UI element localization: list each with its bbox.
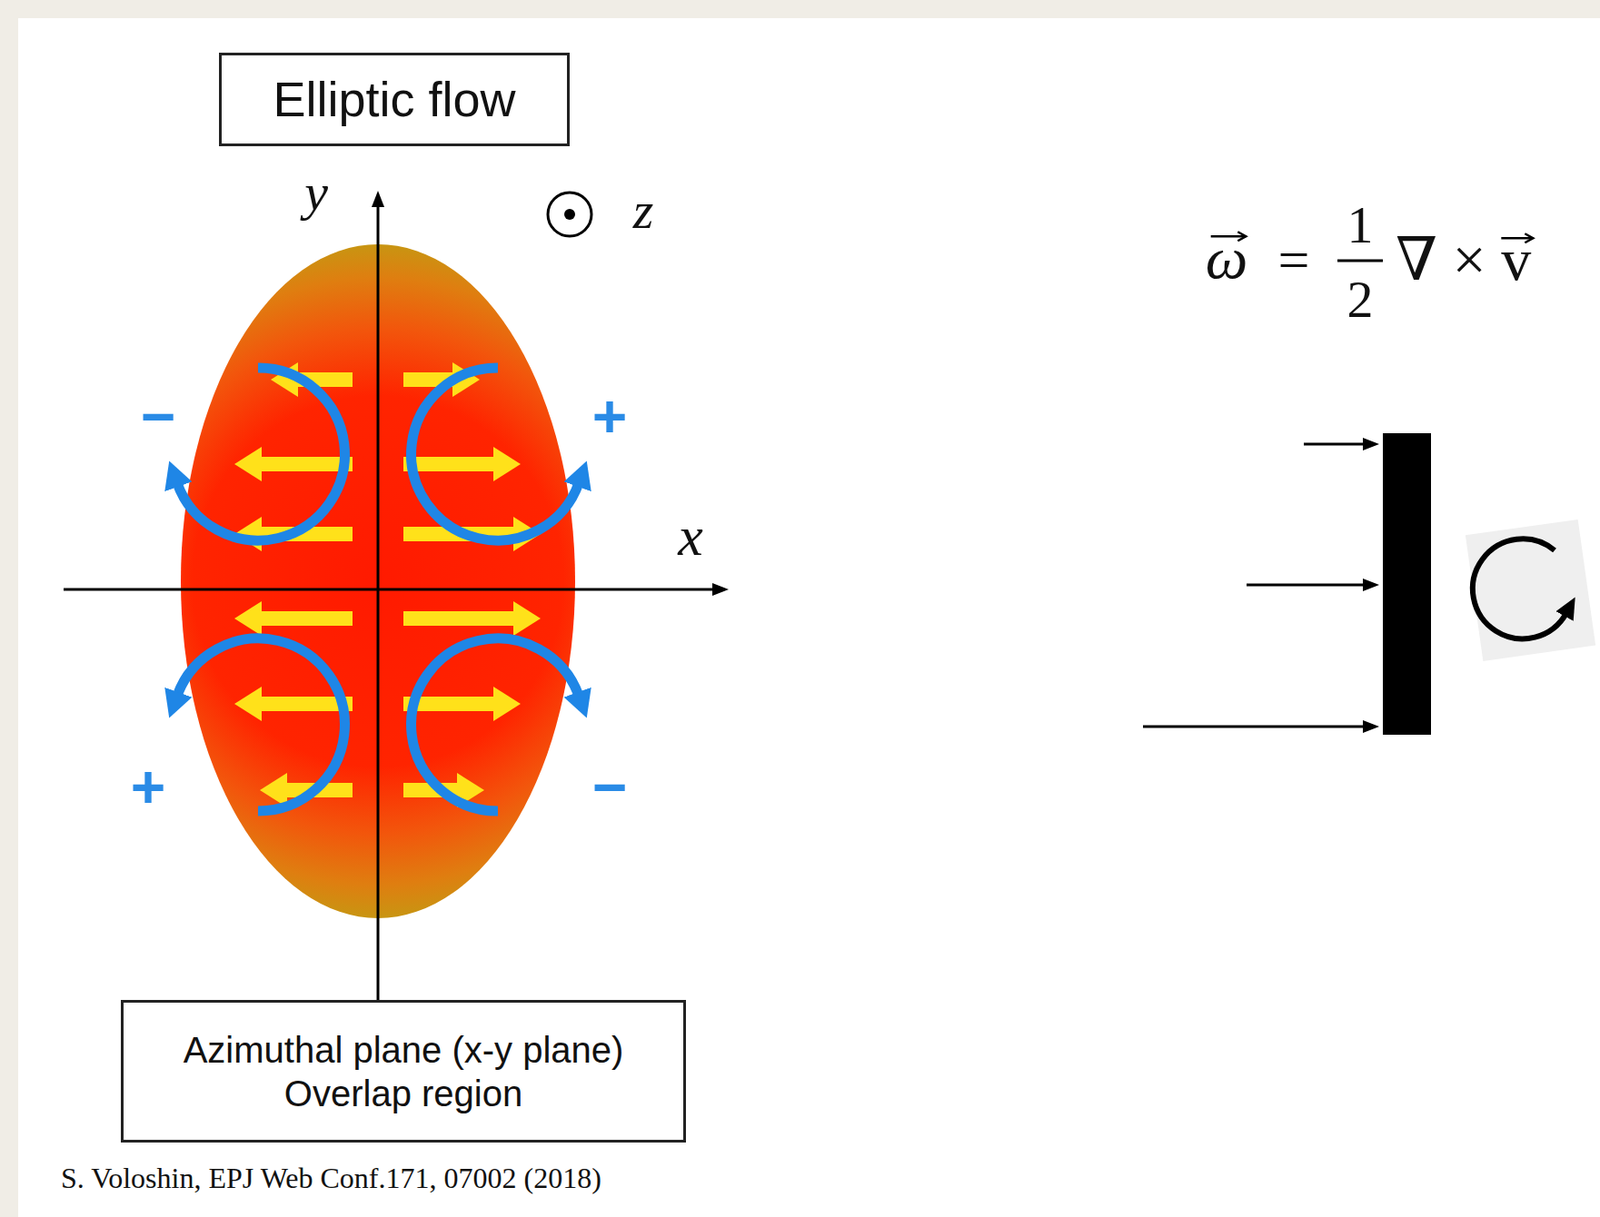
rotation-arrow — [1472, 538, 1567, 639]
velocity-arrow — [1303, 443, 1365, 447]
black-bar — [1382, 433, 1432, 736]
label-box: Elliptic flow — [218, 52, 570, 147]
box-subtitle: Overlap region — [284, 1072, 523, 1116]
velocity-arrow — [1142, 725, 1365, 729]
vortex-arc — [177, 638, 345, 812]
vortex-arc — [177, 367, 345, 541]
formula-part: 1 — [1347, 198, 1374, 252]
z-axis-out-symbol — [547, 192, 592, 237]
flow-arrow — [261, 611, 353, 627]
formula-part: ∇ × v — [1395, 229, 1531, 290]
axis-label: y — [304, 166, 328, 219]
z-axis-dot — [564, 208, 576, 220]
fraction-bar — [1337, 259, 1383, 263]
x-axis — [63, 588, 715, 592]
box-title: Elliptic flow — [272, 69, 516, 130]
vorticity-sign: + — [592, 386, 628, 447]
shadow-patch — [1465, 519, 1596, 662]
axis-label: z — [633, 184, 655, 238]
yellow-flow-arrows — [261, 379, 514, 791]
label-box: Azimuthal plane (x-y plane)Overlap regio… — [120, 1000, 686, 1143]
y-axis — [377, 205, 380, 1001]
vortex-arc — [411, 367, 579, 541]
formula-part: = — [1278, 231, 1311, 289]
velocity-arrow — [1246, 584, 1365, 587]
vortex-arc — [411, 638, 579, 812]
vorticity-sign: + — [130, 756, 167, 817]
formula-part: ω — [1205, 228, 1249, 289]
axis-label: x — [677, 507, 704, 565]
shear-arrows — [1142, 444, 1365, 727]
box-title: Azimuthal plane (x-y plane) — [183, 1028, 625, 1073]
vorticity-sign: − — [140, 386, 177, 447]
flow-arrow — [403, 611, 514, 627]
vorticity-sign: − — [592, 756, 628, 817]
formula-part: 2 — [1347, 273, 1374, 327]
citation: S. Voloshin, EPJ Web Conf.171, 07002 (20… — [60, 1163, 602, 1193]
